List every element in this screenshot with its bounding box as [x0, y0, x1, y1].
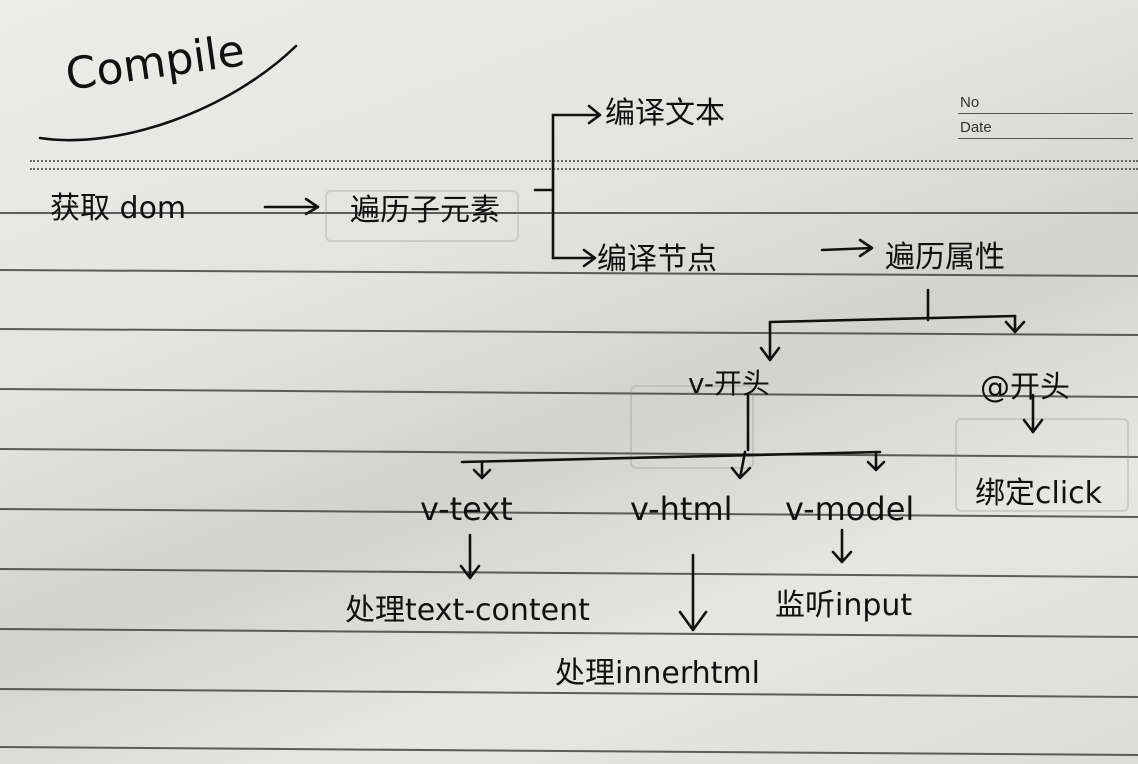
get-dom-label: 获取 dom	[50, 191, 187, 226]
branch-bracket	[533, 113, 555, 260]
date-label: Date	[960, 119, 992, 136]
v-html-label: v-html	[630, 490, 733, 528]
v-split-bar	[460, 450, 882, 464]
ruled-line	[0, 212, 1138, 214]
compile-text-label: 编译文本	[605, 96, 725, 131]
no-label: No	[960, 94, 980, 111]
handle-text-content-label: 处理text-content	[345, 593, 590, 628]
arrow-to-v-prefix	[759, 320, 781, 362]
arrow-element-to-attrs	[820, 238, 874, 258]
handle-innerhtml-label: 处理innerhtml	[555, 656, 760, 691]
header-divider-2	[30, 168, 1138, 170]
no-underline	[958, 113, 1133, 114]
bind-click-label: 绑定click	[975, 476, 1103, 511]
arrow-vmodel-to-input	[831, 528, 853, 564]
arrow-getdom-to-traverse	[263, 197, 320, 216]
arrow-to-v-model	[866, 450, 886, 472]
v-model-label: v-model	[785, 490, 915, 528]
arrow-to-v-text	[472, 460, 492, 480]
arrow-vhtml-to-innerhtml	[678, 553, 708, 632]
bleed-through-box	[630, 385, 754, 469]
v-prefix-label: v-开头	[688, 367, 770, 400]
attrs-split	[768, 288, 1017, 324]
traverse-attrs-label: 遍历属性	[885, 240, 1005, 275]
traverse-children-label: 遍历子元素	[350, 193, 500, 228]
date-underline	[958, 138, 1133, 139]
arrow-to-at-prefix	[1004, 314, 1026, 334]
at-prefix-label: @开头	[980, 370, 1070, 405]
arrow-to-compile-element	[551, 248, 597, 268]
compile-element-label: 编译节点	[597, 242, 717, 277]
header-divider	[30, 160, 1138, 162]
arrow-to-compile-text	[551, 104, 602, 125]
arrow-vtext-to-textcontent	[459, 533, 481, 580]
v-text-label: v-text	[420, 490, 513, 528]
bleed-through-box	[325, 190, 519, 242]
title-underline	[38, 44, 298, 142]
listen-input-label: 监听input	[775, 588, 913, 623]
arrow-at-to-click	[1022, 393, 1044, 434]
arrow-to-v-html	[730, 450, 752, 480]
